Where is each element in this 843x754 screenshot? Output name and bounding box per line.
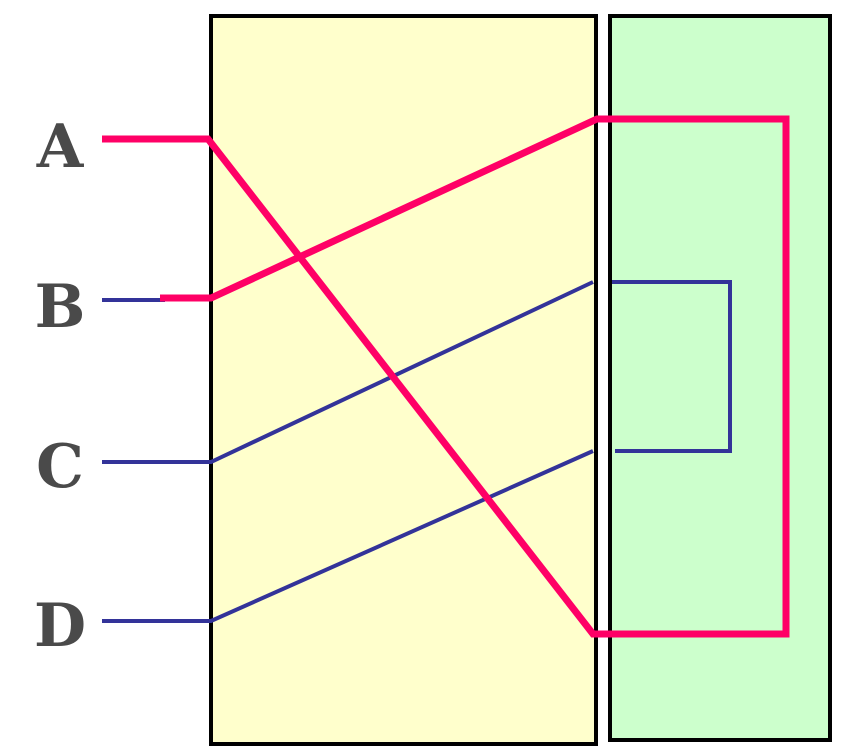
wire-c — [102, 280, 594, 464]
wire-a — [102, 115, 790, 638]
left-panel — [209, 14, 598, 746]
label-b: B — [35, 272, 86, 342]
label-c: C — [36, 432, 84, 502]
loop-connector — [612, 280, 732, 453]
label-d: D — [34, 591, 86, 661]
wire-d — [102, 449, 594, 623]
label-a: A — [36, 112, 85, 182]
right-panel — [608, 14, 832, 742]
